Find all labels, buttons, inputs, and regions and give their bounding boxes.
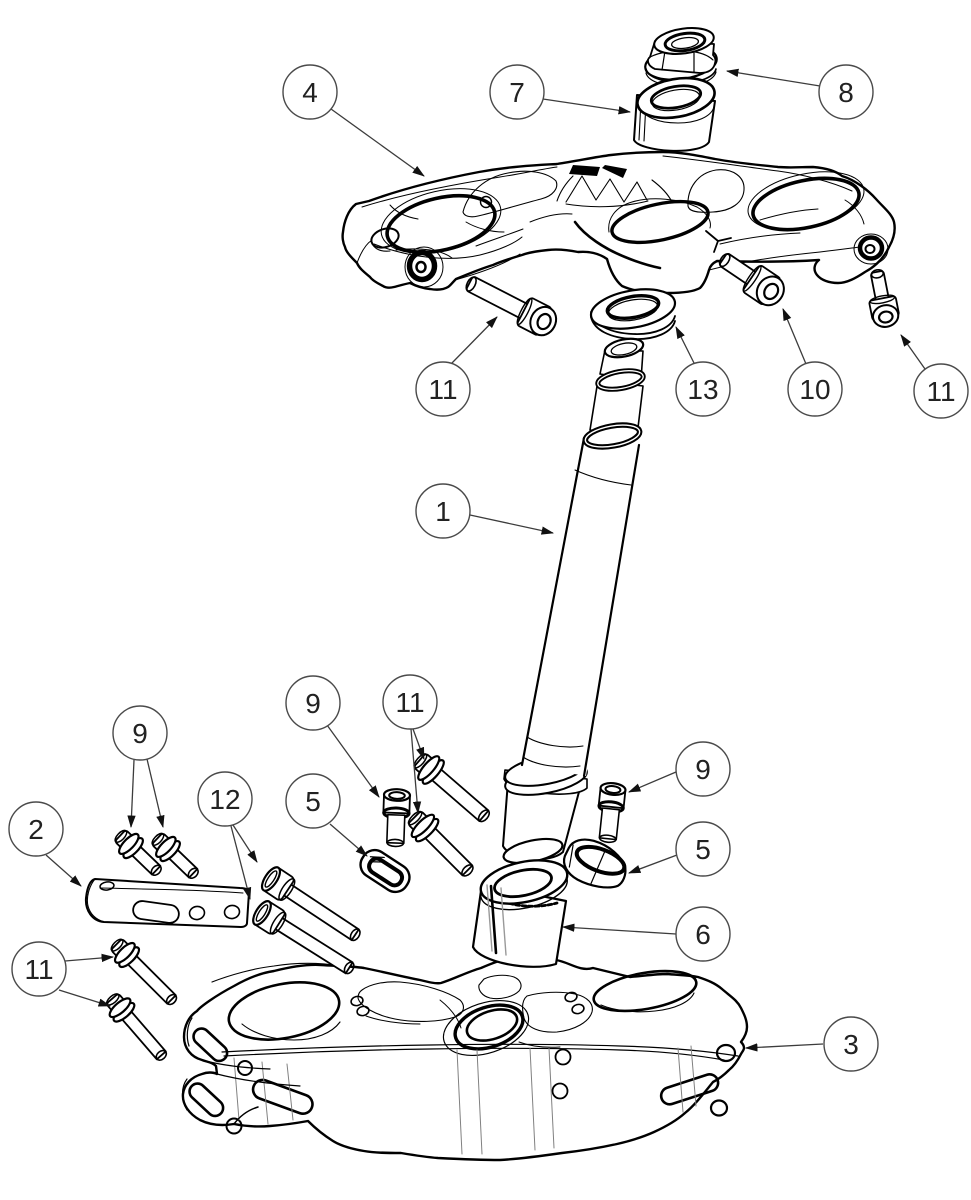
svg-text:9: 9	[132, 718, 148, 749]
svg-text:3: 3	[843, 1029, 859, 1060]
svg-text:4: 4	[302, 77, 318, 108]
svg-text:8: 8	[838, 77, 854, 108]
svg-text:1: 1	[435, 496, 451, 527]
svg-text:7: 7	[509, 77, 525, 108]
svg-text:11: 11	[395, 687, 424, 718]
svg-text:2: 2	[28, 814, 44, 845]
svg-text:11: 11	[428, 374, 457, 405]
svg-text:9: 9	[305, 688, 321, 719]
svg-text:9: 9	[695, 754, 711, 785]
svg-text:5: 5	[695, 834, 711, 865]
svg-text:11: 11	[24, 954, 53, 985]
svg-text:12: 12	[209, 784, 240, 815]
svg-text:5: 5	[305, 786, 321, 817]
svg-text:11: 11	[926, 376, 955, 407]
svg-text:13: 13	[687, 374, 718, 405]
svg-text:6: 6	[695, 919, 711, 950]
svg-text:10: 10	[799, 374, 830, 405]
